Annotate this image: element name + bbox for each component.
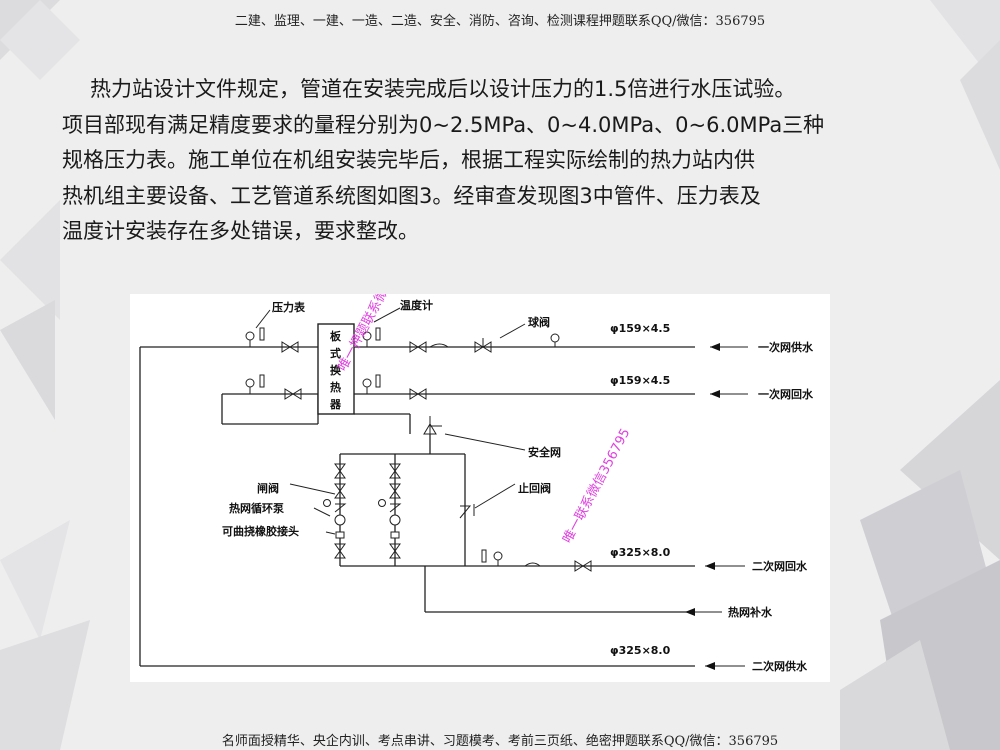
check-valve-label: 止回阀 (518, 481, 551, 495)
problem-line: 项目部现有满足精度要求的量程分别为0~2.5MPa、0~4.0MPa、0~6.0… (62, 112, 825, 137)
watermark: 唯一联系微信356795 (560, 426, 633, 546)
gate-valve-icon (574, 560, 592, 572)
pipe-system-diagram: 板 式 换 热 器 (130, 294, 830, 682)
problem-line: 温度计安装存在多处错误，要求整改。 (62, 219, 419, 243)
safety-valve-icon (423, 416, 442, 435)
problem-line: 规格压力表。施工单位在机组安装完毕后，根据工程实际绘制的热力站内供 (62, 148, 755, 172)
header-banner: 二建、监理、一建、一造、二造、安全、消防、咨询、检测课程押题联系QQ/微信：35… (234, 14, 766, 29)
pump-column-1 (323, 463, 347, 559)
problem-line: 热力站设计文件规定，管道在安装完成后以设计压力的1.5倍进行水压试验。 (90, 77, 796, 101)
pressure-gauge-icon (550, 333, 560, 347)
pipe-name: 热网补水 (728, 605, 773, 619)
pipe-spec: φ159×4.5 (610, 322, 670, 335)
gate-valve-icon (409, 341, 427, 353)
gate-valve-icon (284, 388, 302, 400)
flexible-joint-icon (429, 343, 449, 348)
svg-text:式: 式 (330, 346, 341, 360)
circulation-pump-icon (389, 514, 401, 526)
diagram-svg: 板 式 换 热 器 (139, 294, 814, 673)
pipe-spec: φ325×8.0 (610, 644, 671, 657)
pressure-gauge-icon (362, 327, 381, 347)
svg-text:换: 换 (330, 363, 342, 377)
pipe-name: 一次网回水 (758, 387, 814, 401)
gate-valve-icon (281, 341, 299, 353)
ball-valve-label: 球阀 (528, 315, 550, 329)
heat-exchanger (317, 323, 355, 415)
pipe-spec: φ325×8.0 (610, 546, 671, 559)
gate-valve-icon (409, 388, 427, 400)
flexible-joint-label: 可曲挠橡胶接头 (222, 524, 299, 538)
gate-valve-label: 闸阀 (257, 481, 279, 495)
problem-statement: 热力站设计文件规定，管道在安装完成后以设计压力的1.5倍进行水压试验。 项目部现… (62, 72, 942, 250)
pipe-spec: φ159×4.5 (610, 374, 670, 387)
thermometer-label: 温度计 (400, 298, 433, 312)
circulation-pump-icon (334, 514, 346, 526)
pressure-gauge-icon (245, 374, 265, 394)
pressure-gauge-label: 压力表 (272, 300, 306, 314)
svg-text:热: 热 (330, 380, 341, 394)
pressure-gauge-icon (245, 327, 265, 347)
pipe-name: 二次网供水 (752, 659, 808, 673)
pressure-gauge-icon (481, 549, 503, 566)
problem-line: 热机组主要设备、工艺管道系统图如图3。经审查发现图3中管件、压力表及 (62, 183, 761, 208)
pipe-name: 二次网回水 (752, 559, 808, 573)
pump-label: 热网循环泵 (229, 501, 284, 515)
safety-valve-label: 安全网 (528, 445, 561, 459)
svg-text:器: 器 (329, 398, 342, 411)
pump-column-2 (378, 463, 402, 559)
flexible-joint-icon (524, 562, 541, 567)
heat-exchanger-label: 板 (330, 329, 342, 343)
check-valve-icon (459, 504, 475, 519)
ball-valve-icon (474, 338, 492, 353)
pipe-name: 一次网供水 (758, 340, 814, 354)
footer-banner: 名师面授精华、央企内训、考点串讲、习题模考、考前三页纸、绝密押题联系QQ/微信：… (221, 734, 779, 749)
pressure-gauge-icon (362, 374, 381, 394)
